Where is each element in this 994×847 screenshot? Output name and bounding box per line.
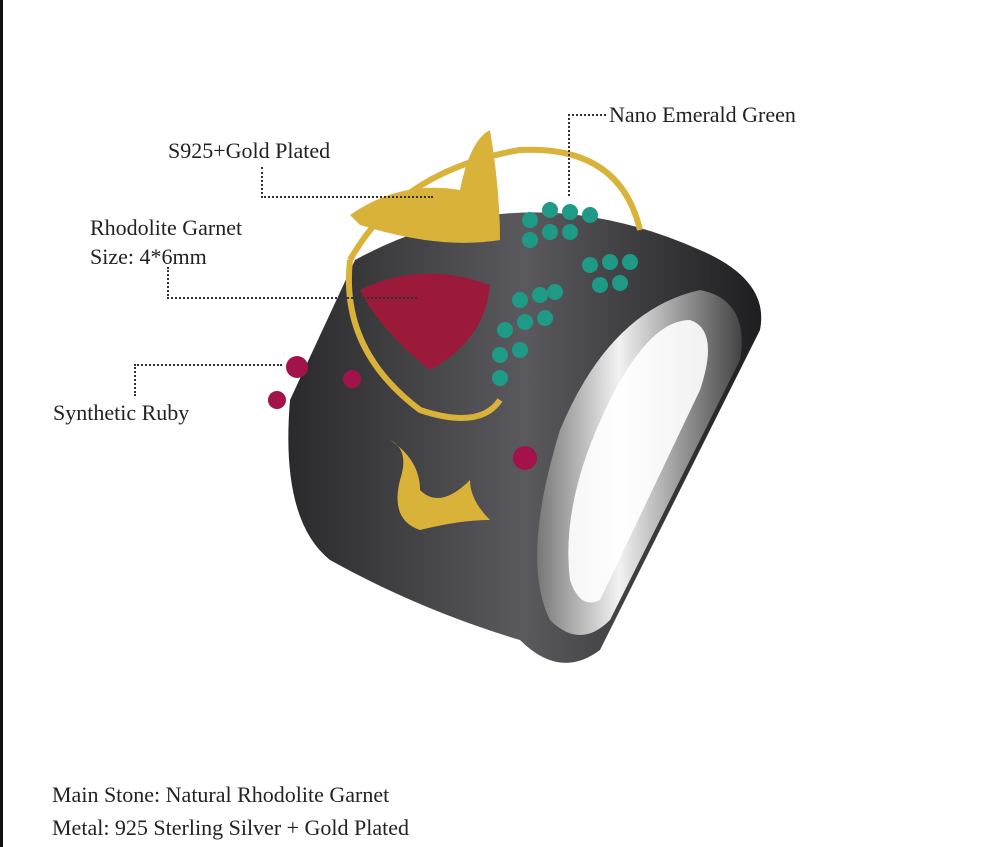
gold-fish bbox=[390, 440, 490, 530]
spec-main-stone: Main Stone: Natural Rhodolite Garnet bbox=[52, 782, 390, 807]
gold-flower bbox=[350, 130, 500, 243]
leader-ruby bbox=[134, 364, 282, 396]
ruby-stones bbox=[268, 356, 537, 470]
leader-emerald bbox=[568, 114, 606, 196]
callout-gold: S925+Gold Plated bbox=[168, 138, 331, 163]
callout-ruby: Synthetic Ruby bbox=[53, 400, 190, 425]
callout-garnet-name: Rhodolite Garnet bbox=[90, 215, 243, 240]
callout-emerald: Nano Emerald Green bbox=[609, 102, 796, 127]
left-border bbox=[0, 0, 3, 847]
callout-garnet-size: Size: 4*6mm bbox=[90, 244, 207, 269]
emerald-cluster bbox=[492, 202, 638, 386]
spec-metal: Metal: 925 Sterling Silver + Gold Plated bbox=[52, 815, 410, 840]
leader-gold bbox=[261, 167, 433, 198]
leader-garnet bbox=[167, 267, 417, 299]
